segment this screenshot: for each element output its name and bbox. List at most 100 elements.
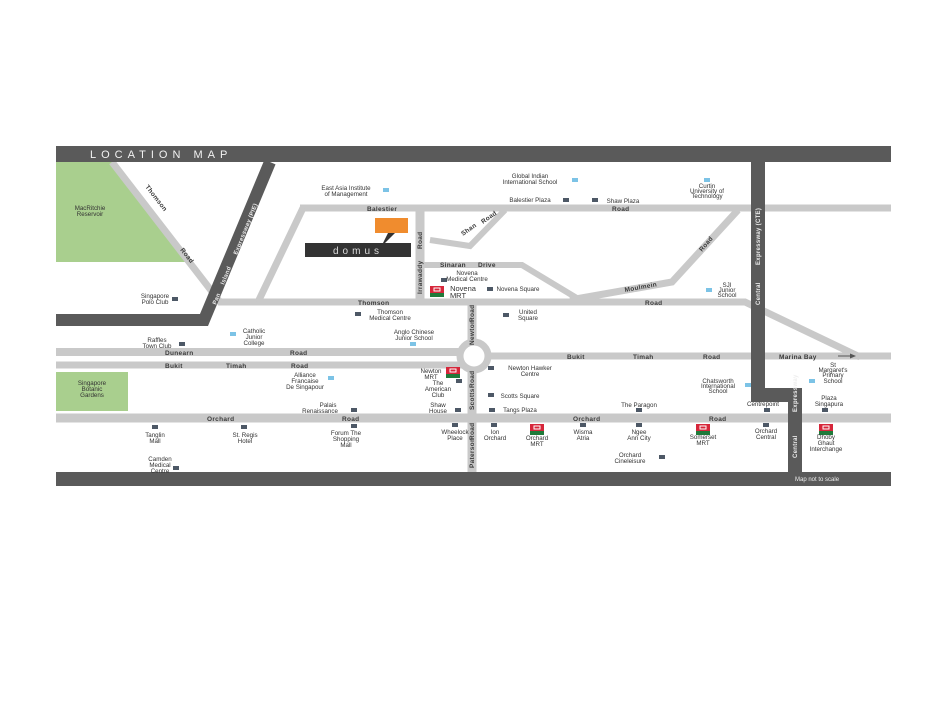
road-label: Road (469, 371, 476, 388)
building-icon (441, 278, 447, 282)
poi-label: Novena (450, 284, 477, 293)
poi-label: Palais (320, 402, 337, 409)
road-label: Road (645, 300, 662, 307)
poi-label: Orchard (619, 452, 642, 459)
poi-label: MRT (530, 441, 544, 448)
poi-label: Club (432, 392, 445, 399)
poi-label: Somerset (690, 434, 717, 441)
school-icon (383, 188, 389, 192)
domus-logo (305, 243, 411, 257)
poi-label: Novena Square (497, 286, 541, 293)
poi-label: Wisma (574, 429, 593, 436)
building-icon (489, 408, 495, 412)
road-label: Pan (212, 292, 222, 305)
poi-label: MRT (696, 440, 710, 447)
poi-label: Margaret's (818, 367, 847, 374)
domus-marker[interactable] (375, 218, 408, 233)
road-label: Road (709, 416, 726, 423)
road-label: Orchard (207, 416, 234, 423)
link-road (254, 206, 307, 304)
poi-label: Junior (719, 287, 736, 294)
poi-label: Ngee (632, 429, 647, 436)
poi-label: Shopping (333, 436, 360, 443)
poi-label: House (429, 408, 447, 415)
poi-label: United (519, 309, 537, 316)
domus-logo-text: domus (333, 246, 383, 257)
thomson-road (109, 159, 862, 361)
poi-label: Tangs Plaza (503, 407, 537, 414)
poi-label: College (244, 340, 266, 347)
shan-road (429, 207, 508, 250)
poi-label: Curtin (699, 183, 716, 190)
building-icon (659, 455, 665, 459)
poi-label: Orchard (484, 435, 507, 442)
building-icon (764, 408, 770, 412)
park-label: Reservoir (77, 211, 103, 218)
building-icon (563, 198, 569, 202)
mrt-icon (446, 367, 460, 378)
poi-label: Camden (148, 456, 172, 463)
road-label: Paterson (469, 438, 476, 468)
poi-label: Global Indian (512, 173, 549, 180)
poi-label: Dhoby (817, 434, 836, 441)
poi-label: Catholic (243, 328, 265, 335)
building-icon (488, 393, 494, 397)
road-label: Road (342, 416, 359, 423)
building-icon (152, 425, 158, 429)
poi-label: Newton (421, 368, 443, 375)
road-label: Balestier (367, 206, 397, 213)
building-icon (179, 342, 185, 346)
road-label: Irrawaddy (417, 261, 424, 294)
park-label: Singapore (78, 380, 107, 387)
poi-label: Singapura (815, 401, 844, 408)
school-icon (572, 178, 578, 182)
mrt-icon (696, 424, 710, 435)
poi-label: De Singapour (286, 384, 324, 391)
school-icon (328, 376, 334, 380)
cte-expressway (751, 162, 802, 472)
poi-label: St (830, 362, 836, 369)
road-label: Scotts (469, 388, 476, 410)
poi-label: Junior (246, 334, 263, 341)
building-icon (636, 423, 642, 427)
road-label: Road (469, 305, 476, 322)
poi-label: Anglo Chinese (394, 329, 435, 336)
road-label: Central (793, 435, 799, 458)
poi-label: Francaise (291, 378, 319, 385)
building-icon (351, 408, 357, 412)
title-bar (56, 146, 891, 162)
poi-label: Scotts Square (501, 393, 540, 400)
road-label: Expressway (793, 374, 799, 412)
school-icon (809, 379, 815, 383)
poi-label: School (709, 388, 728, 395)
poi-label: Junior School (395, 335, 433, 342)
poi-label: Technology (691, 193, 723, 200)
park-label: Botanic (82, 386, 103, 393)
domus-pointer (383, 233, 395, 243)
poi-label: Square (518, 315, 539, 322)
park-label: Gardens (80, 392, 104, 399)
poi-label: St. Regis (232, 432, 257, 439)
school-icon (230, 332, 236, 336)
poi-label: Forum The (331, 430, 362, 437)
building-icon (491, 423, 497, 427)
poi-label: SJI (723, 282, 732, 289)
road-label: Thomson (358, 300, 389, 307)
poi-label: Primary (822, 372, 844, 379)
poi-label: Thomson (377, 309, 403, 316)
building-icon (452, 423, 458, 427)
poi-label: of Management (325, 191, 368, 198)
poi-label: Centre (521, 371, 540, 378)
poi-label: The (433, 380, 444, 387)
road-label: Road (469, 423, 476, 440)
poi-label: International School (503, 179, 558, 186)
building-icon (822, 408, 828, 412)
moulmein-road (569, 207, 741, 304)
building-icon (173, 466, 179, 470)
poi-label: Ion (491, 429, 500, 436)
building-icon (488, 366, 494, 370)
building-icon (455, 408, 461, 412)
botanic-gardens (56, 372, 128, 411)
building-icon (580, 423, 586, 427)
